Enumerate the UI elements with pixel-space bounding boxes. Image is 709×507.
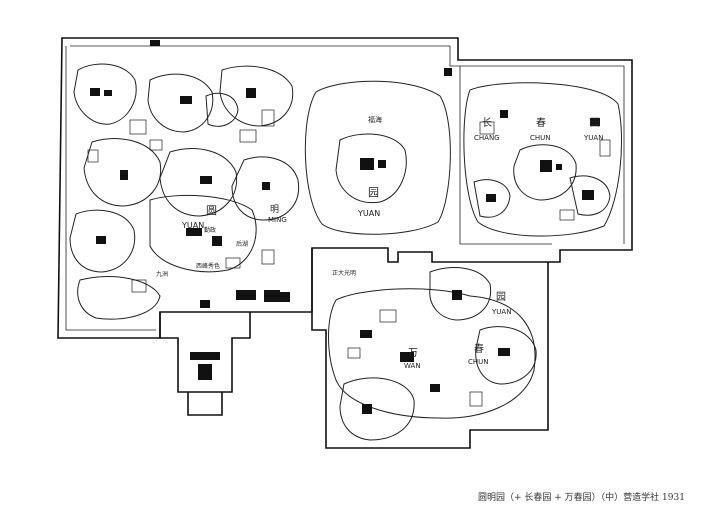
wanchunyuan-lakes (328, 267, 537, 441)
wc-chun-char: 春 (474, 343, 484, 355)
building-outlines (87, 109, 611, 407)
ming-char: 明 (270, 204, 279, 215)
yuan-char-2: 园 (368, 186, 379, 199)
fuhai-label: 福海 (368, 115, 382, 124)
yuan-latin-2: YUAN (357, 209, 380, 218)
small-label-3: 九洲 (156, 270, 168, 278)
inner-wall-lines (65, 45, 625, 331)
wan-latin: WAN (404, 362, 421, 370)
wc-yuan-latin: YUAN (491, 308, 511, 316)
wc-yuan-char: 园 (496, 291, 506, 303)
chun-latin: CHUN (530, 134, 551, 142)
wan-char: 万 (408, 348, 418, 359)
small-label-2: 勤政 (204, 226, 216, 234)
small-labels: 福海 正大光明 勤政 九洲 后湖 西峰秀色 (156, 115, 382, 278)
chun-char: 春 (536, 117, 546, 129)
outer-walls (57, 37, 633, 449)
cy-yuan-char: 园 (590, 117, 600, 129)
chang-char: 长 (482, 117, 492, 129)
changchunyuan-label: 长 CHANG 春 CHUN 园 YUAN (474, 117, 603, 142)
small-label-4: 后湖 (236, 240, 248, 248)
ming-latin: MING (268, 216, 287, 224)
map-caption: 圆明园（+ 长春园 + 万春园）（中）营造学社 1931 (478, 493, 685, 503)
small-label-5: 西峰秀色 (196, 262, 220, 270)
building-blocks (90, 40, 600, 414)
yuanmingyuan-label: 圆 YUAN 明 MING 园 YUAN (181, 186, 380, 230)
wc-chun-latin: CHUN (468, 358, 489, 366)
wanchunyuan-label: 万 WAN 春 CHUN 园 YUAN (404, 291, 511, 370)
yuanmingyuan-lakes (69, 63, 451, 320)
yuan-latin-1: YUAN (181, 221, 204, 230)
yuan-char-1: 圆 (206, 204, 217, 217)
changchunyuan-lakes (463, 82, 622, 237)
cy-yuan-latin: YUAN (583, 134, 603, 142)
small-label-1: 正大光明 (332, 269, 356, 277)
chang-latin: CHANG (474, 134, 500, 142)
